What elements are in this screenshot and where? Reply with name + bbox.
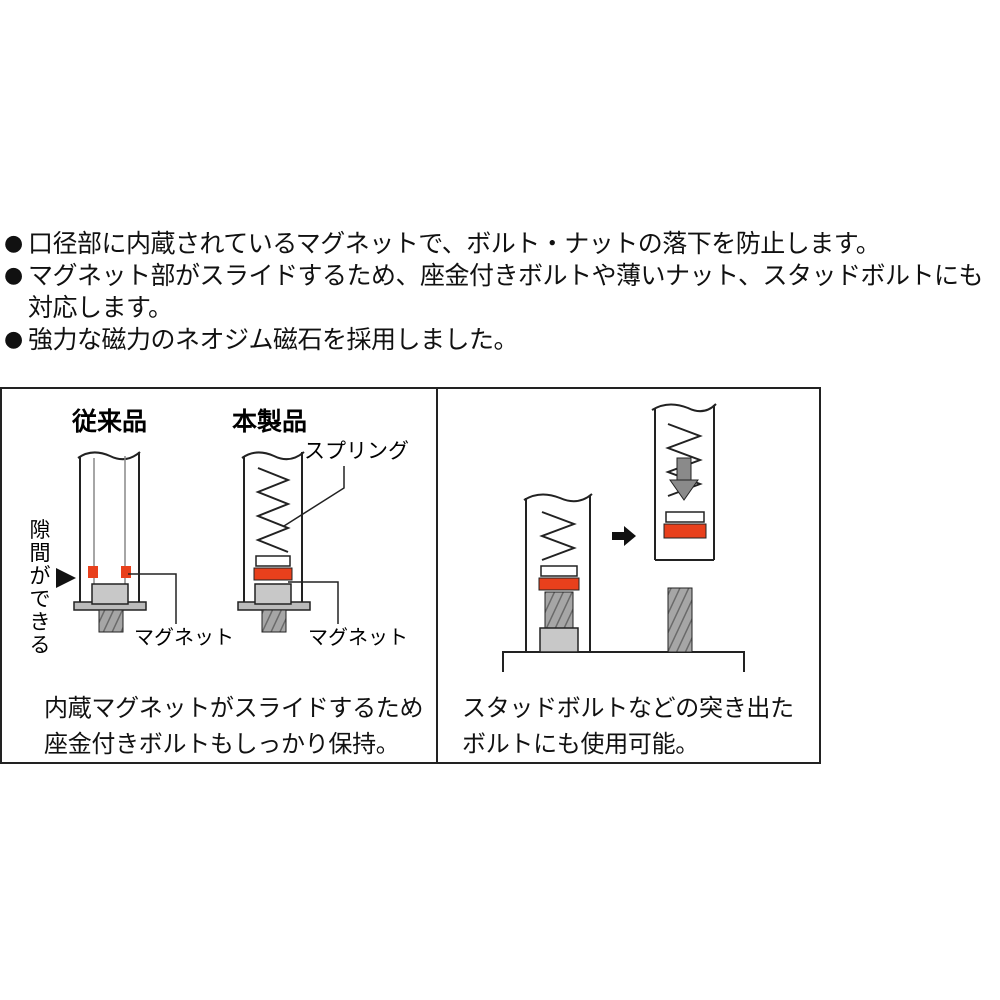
feature-item: ● マグネット部がスライドするため、座金付きボルトや薄いナット、スタッドボルトに…: [4, 260, 1000, 324]
spring-leader-line: [283, 466, 345, 527]
gap-label-char-5: き: [30, 610, 51, 634]
conventional-magnet-right: [121, 566, 131, 578]
spring-icon: [539, 511, 577, 561]
conventional-title: 従来品: [71, 407, 147, 436]
bullet-dot: ●: [4, 327, 23, 352]
feature-list: ● 口径部に内蔵されているマグネットで、ボルト・ナットの落下を防止します。 ● …: [4, 228, 1000, 356]
base-plate: [502, 651, 745, 672]
spring-label: スプリング: [304, 439, 409, 463]
gap-label: 隙 間 が で き る: [30, 518, 51, 657]
gap-label-char-4: で: [30, 587, 51, 611]
left-caption-line-2: 座金付きボルトもしっかり保持。: [44, 730, 400, 758]
bullet-dot: ●: [4, 263, 23, 288]
product-socket: [241, 451, 305, 604]
left-caption-line-1: 内蔵マグネットがスライドするため: [44, 694, 424, 722]
mounted-socket: [523, 493, 593, 652]
gap-label-char-3: が: [30, 564, 51, 588]
gap-label-char-2: 間: [30, 541, 51, 565]
magnet-holder: [255, 555, 291, 567]
standalone-stud-bolt: [667, 587, 693, 653]
bolt-thread: [261, 609, 287, 633]
right-caption-line-2: ボルトにも使用可能。: [462, 730, 699, 758]
left-caption: 内蔵マグネットがスライドするため 座金付きボルトもしっかり保持。: [44, 690, 424, 762]
magnet-holder: [665, 511, 705, 523]
spring-icon: [665, 423, 703, 497]
product-title: 本製品: [232, 407, 307, 436]
gap-arrow-icon: [56, 568, 76, 588]
conventional-bolt: [73, 583, 147, 633]
floating-socket: [651, 403, 717, 561]
spring-icon: [255, 467, 291, 553]
conventional-magnet-label: マグネット: [134, 625, 234, 649]
bolt-thread: [98, 609, 124, 633]
feature-item: ● 強力な磁力のネオジム磁石を採用しました。: [4, 324, 1000, 356]
gap-label-char-6: る: [30, 633, 51, 657]
gap-label-char-1: 隙: [30, 518, 51, 542]
product-magnet: [253, 567, 293, 581]
right-arrow-icon: [612, 526, 636, 546]
stud-bolt-thread: [544, 591, 574, 629]
feature-text: 強力な磁力のネオジム磁石を採用しました。: [28, 325, 519, 354]
feature-text: マグネット部がスライドするため、座金付きボルトや薄いナット、スタッドボルトにも対…: [28, 261, 984, 322]
conventional-magnet-left: [88, 566, 98, 578]
diagram-frame: [0, 387, 821, 764]
product-magnet-label: マグネット: [308, 625, 408, 649]
product-bolt: [237, 583, 311, 633]
nut: [539, 627, 579, 653]
bullet-dot: ●: [4, 231, 23, 256]
down-arrow-icon: [669, 457, 699, 501]
bolt-head: [91, 583, 129, 605]
mounted-magnet: [538, 577, 580, 591]
conventional-socket: [77, 451, 141, 604]
conventional-magnet-leader: [128, 573, 177, 624]
magnet-holder: [540, 565, 578, 577]
feature-item: ● 口径部に内蔵されているマグネットで、ボルト・ナットの落下を防止します。: [4, 228, 1000, 260]
floating-magnet: [663, 523, 707, 539]
product-magnet-leader: [288, 581, 339, 624]
bolt-head: [254, 583, 292, 605]
right-caption-line-1: スタッドボルトなどの突き出た: [462, 694, 794, 722]
feature-text: 口径部に内蔵されているマグネットで、ボルト・ナットの落下を防止します。: [28, 229, 881, 258]
right-caption: スタッドボルトなどの突き出た ボルトにも使用可能。: [462, 690, 794, 762]
